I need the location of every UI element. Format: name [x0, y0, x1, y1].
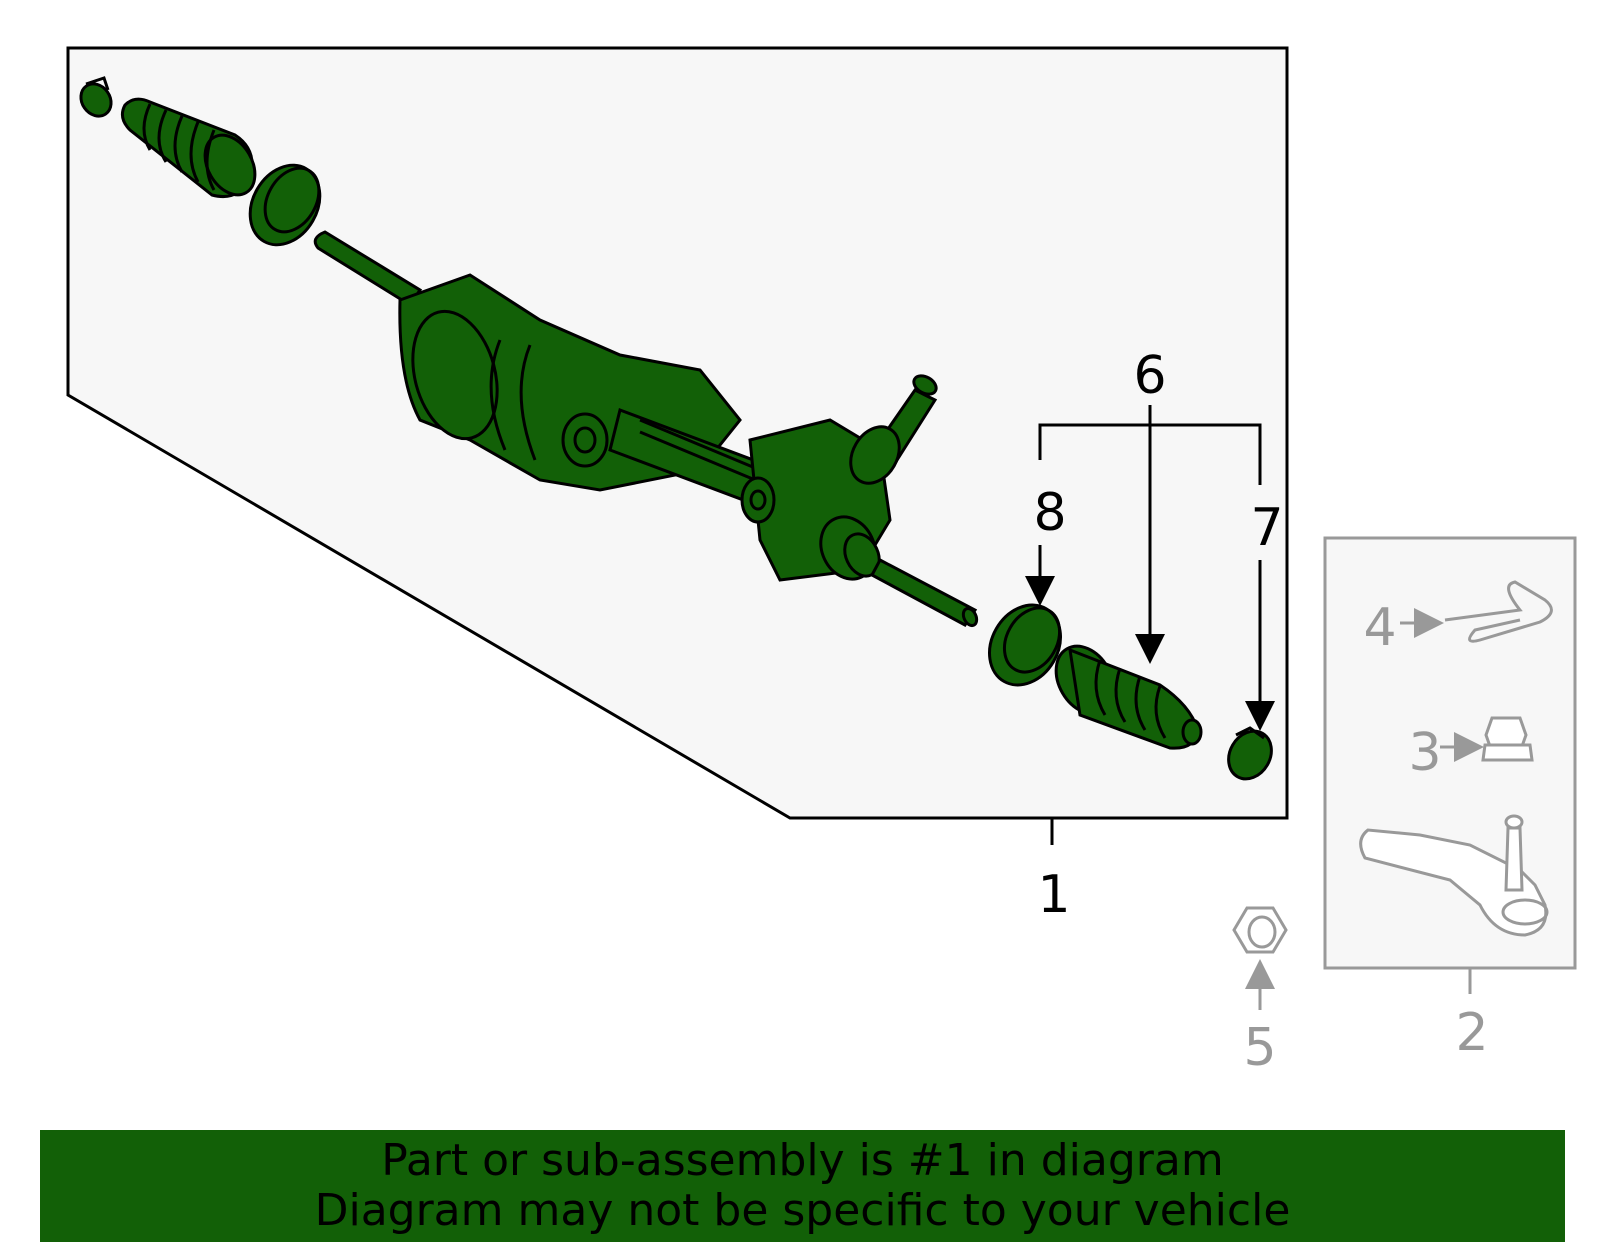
callout-4: 4: [1363, 598, 1396, 658]
tie-rod-end[interactable]: [1359, 814, 1549, 937]
callout-6-bracket: [1025, 405, 1275, 731]
callout-1: 1: [1037, 865, 1070, 925]
left-bellows-boot[interactable]: [120, 97, 265, 204]
callout-5: 5: [1243, 1018, 1276, 1078]
left-boot-clamp[interactable]: [75, 76, 117, 122]
right-bellows-boot[interactable]: [1044, 636, 1203, 750]
callout-7: 7: [1250, 498, 1283, 558]
callout-8: 8: [1033, 483, 1066, 543]
callout-3: 3: [1408, 723, 1441, 783]
left-grommet-ring[interactable]: [236, 153, 333, 258]
steering-rack-assembly[interactable]: [313, 230, 979, 628]
disclaimer-banner: Part or sub-assembly is #1 in diagram Di…: [40, 1130, 1565, 1242]
callout-6: 6: [1133, 346, 1166, 406]
banner-line-2: Diagram may not be specific to your vehi…: [314, 1185, 1291, 1236]
callout-2: 2: [1455, 1003, 1488, 1063]
right-grommet-ring[interactable]: [975, 592, 1074, 698]
banner-line-1: Part or sub-assembly is #1 in diagram: [381, 1135, 1224, 1186]
cotter-pin[interactable]: [1400, 580, 1553, 643]
castle-nut[interactable]: [1440, 716, 1534, 762]
jam-nut[interactable]: [1232, 906, 1288, 1010]
